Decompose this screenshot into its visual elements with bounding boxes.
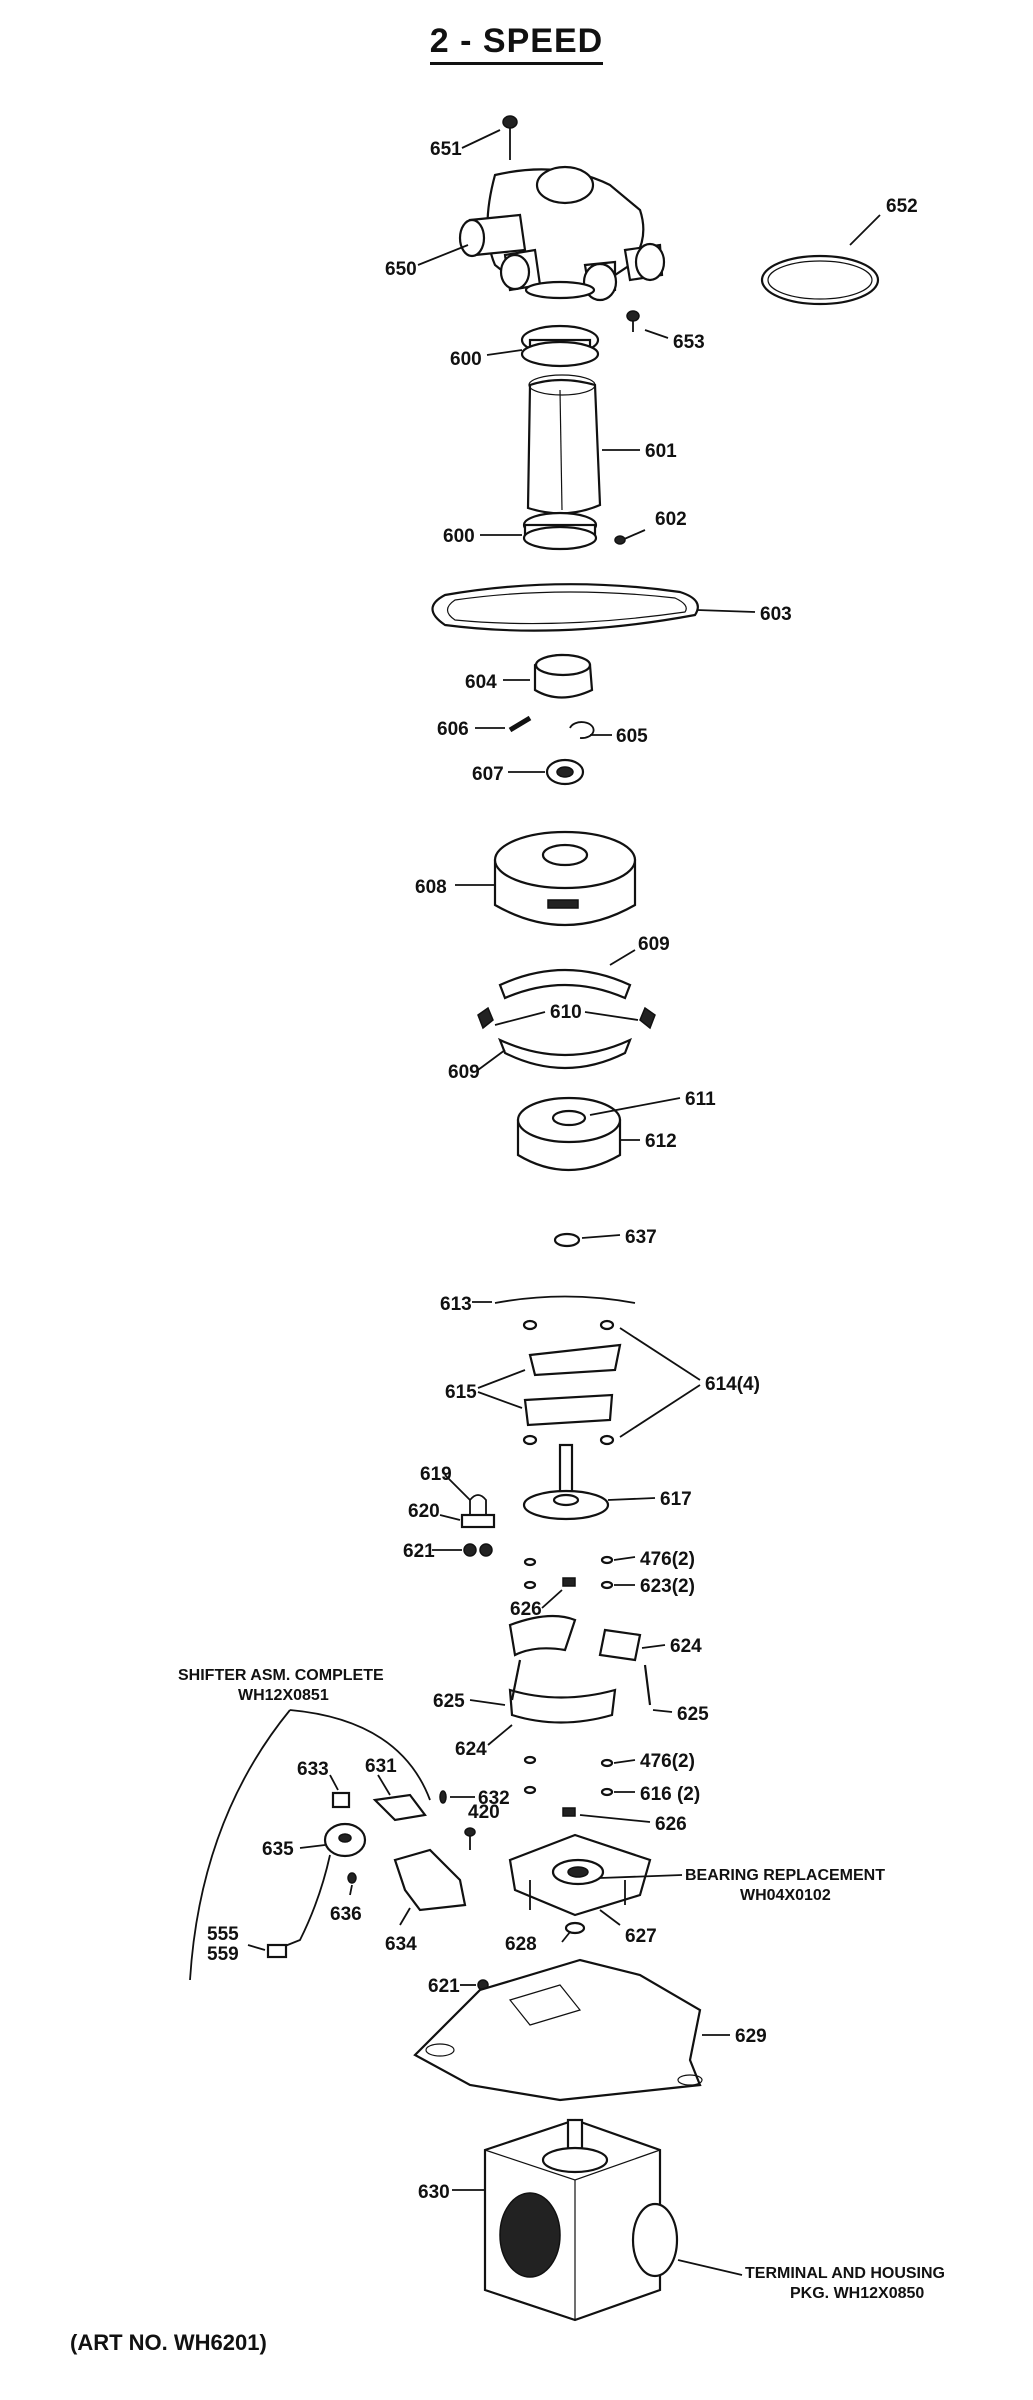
terminal-note-line2: PKG. WH12X0850 — [790, 2285, 924, 2302]
label-614: 614(4) — [705, 1374, 760, 1395]
label-651: 651 — [430, 139, 462, 160]
part-626-upper: 626 — [510, 1577, 576, 1620]
label-650: 650 — [385, 259, 417, 280]
label-619: 619 — [420, 1464, 452, 1485]
terminal-note-line1: TERMINAL AND HOUSING — [745, 2265, 945, 2282]
label-626-lower: 626 — [655, 1814, 687, 1835]
label-616: 616 (2) — [640, 1784, 700, 1805]
part-621-nuts: 621 — [403, 1541, 493, 1562]
part-616-washers: 616 (2) — [523, 1784, 700, 1805]
part-624-625-cams: 624 625 625 624 — [433, 1614, 709, 1760]
part-613-bracket: 613 — [440, 1294, 636, 1315]
label-600-lower: 600 — [443, 526, 475, 547]
label-608: 608 — [415, 877, 447, 898]
part-610-springs: 610 — [477, 1002, 656, 1030]
part-608-pulley: 608 — [415, 830, 637, 926]
part-614-washers: 614(4) — [522, 1319, 760, 1446]
label-606: 606 — [437, 719, 469, 740]
part-602-screw: 602 — [614, 509, 687, 545]
label-624-upper: 624 — [670, 1636, 702, 1657]
part-620-plate: 620 — [408, 1501, 496, 1529]
label-653: 653 — [673, 332, 705, 353]
art-number: (ART NO. WH6201) — [70, 2330, 267, 2355]
label-601: 601 — [645, 441, 677, 462]
label-631: 631 — [365, 1756, 397, 1777]
part-630-motor: 630 TERMINAL AND HOUSING PKG. WH12X0850 — [418, 2118, 945, 2322]
label-633: 633 — [297, 1759, 329, 1780]
diagram-title: 2 - SPEED — [0, 22, 1033, 65]
label-637: 637 — [625, 1227, 657, 1248]
part-650-pump: 650 — [385, 165, 666, 302]
label-612: 612 — [645, 1131, 677, 1152]
label-636: 636 — [330, 1904, 362, 1925]
label-632: 632 — [478, 1788, 510, 1809]
part-615-shoes: 615 — [445, 1343, 622, 1427]
part-476-washers-lower: 476(2) — [523, 1751, 695, 1772]
part-600-clamp-upper: 600 — [450, 324, 600, 370]
label-625-right: 625 — [677, 1704, 709, 1725]
part-601-hose: 601 — [526, 374, 677, 515]
label-626-upper: 626 — [510, 1599, 542, 1620]
label-652: 652 — [886, 196, 918, 217]
part-653-screw: 653 — [626, 310, 705, 353]
label-621-upper: 621 — [403, 1541, 435, 1562]
label-627: 627 — [625, 1926, 657, 1947]
part-629-base-plate: 629 — [413, 1958, 767, 2102]
label-615: 615 — [445, 1382, 477, 1403]
label-609-upper: 609 — [638, 934, 670, 955]
part-617-shaft: 617 — [522, 1443, 692, 1521]
part-606-pin: 606 — [437, 715, 532, 740]
label-635: 635 — [262, 1839, 294, 1860]
label-607: 607 — [472, 764, 504, 785]
part-605-retainer: 605 — [569, 721, 648, 747]
label-476-lower: 476(2) — [640, 1751, 695, 1772]
part-626-lower: 626 — [562, 1807, 687, 1835]
label-603: 603 — [760, 604, 792, 625]
label-624-lower: 624 — [455, 1739, 487, 1760]
label-476-upper: 476(2) — [640, 1549, 695, 1570]
label-629: 629 — [735, 2026, 767, 2047]
label-559: 559 — [207, 1944, 239, 1965]
part-612-hub: 612 611 — [516, 1089, 716, 1171]
label-605: 605 — [616, 726, 648, 747]
part-619-u-bolt: 619 — [420, 1464, 487, 1518]
part-637-washer: 637 — [553, 1227, 657, 1248]
label-630: 630 — [418, 2182, 450, 2203]
label-600-upper: 600 — [450, 349, 482, 370]
label-625-left: 625 — [433, 1691, 465, 1712]
label-604: 604 — [465, 672, 497, 693]
part-627-bearing-plate: BEARING REPLACEMENT WH04X0102 627 — [508, 1833, 885, 1947]
part-603-belt: 603 — [431, 583, 792, 632]
part-476-washers-upper: 476(2) — [523, 1549, 695, 1570]
label-420: 420 — [468, 1802, 500, 1823]
part-651-screw: 651 — [430, 115, 518, 160]
label-621-lower: 621 — [428, 1976, 460, 1997]
label-609-lower: 609 — [448, 1062, 480, 1083]
shifter-note-line1: SHIFTER ASM. COMPLETE — [178, 1667, 384, 1684]
label-610: 610 — [550, 1002, 582, 1023]
label-628: 628 — [505, 1934, 537, 1955]
bearing-note-line2: WH04X0102 — [740, 1887, 831, 1904]
shifter-assembly: SHIFTER ASM. COMPLETE WH12X0851 633 631 … — [178, 1667, 510, 1981]
bearing-note-line1: BEARING REPLACEMENT — [685, 1867, 885, 1884]
label-602: 602 — [655, 509, 687, 530]
shifter-note-line2: WH12X0851 — [238, 1687, 329, 1704]
label-613: 613 — [440, 1294, 472, 1315]
label-634: 634 — [385, 1934, 417, 1955]
part-652-seal-ring: 652 — [760, 196, 918, 306]
part-609-shoe-upper: 609 — [498, 934, 670, 1000]
part-609-shoe-lower: 609 — [448, 1037, 632, 1083]
label-555: 555 — [207, 1924, 239, 1945]
part-607-bearing: 607 — [472, 758, 585, 786]
label-620: 620 — [408, 1501, 440, 1522]
part-600-clamp-lower: 600 — [443, 511, 598, 551]
label-617: 617 — [660, 1489, 692, 1510]
label-623: 623(2) — [640, 1576, 695, 1597]
part-628-ring: 628 — [505, 1921, 586, 1955]
part-604-cap: 604 — [465, 653, 594, 699]
label-611: 611 — [685, 1089, 716, 1110]
part-623-washers: 623(2) — [523, 1576, 695, 1597]
